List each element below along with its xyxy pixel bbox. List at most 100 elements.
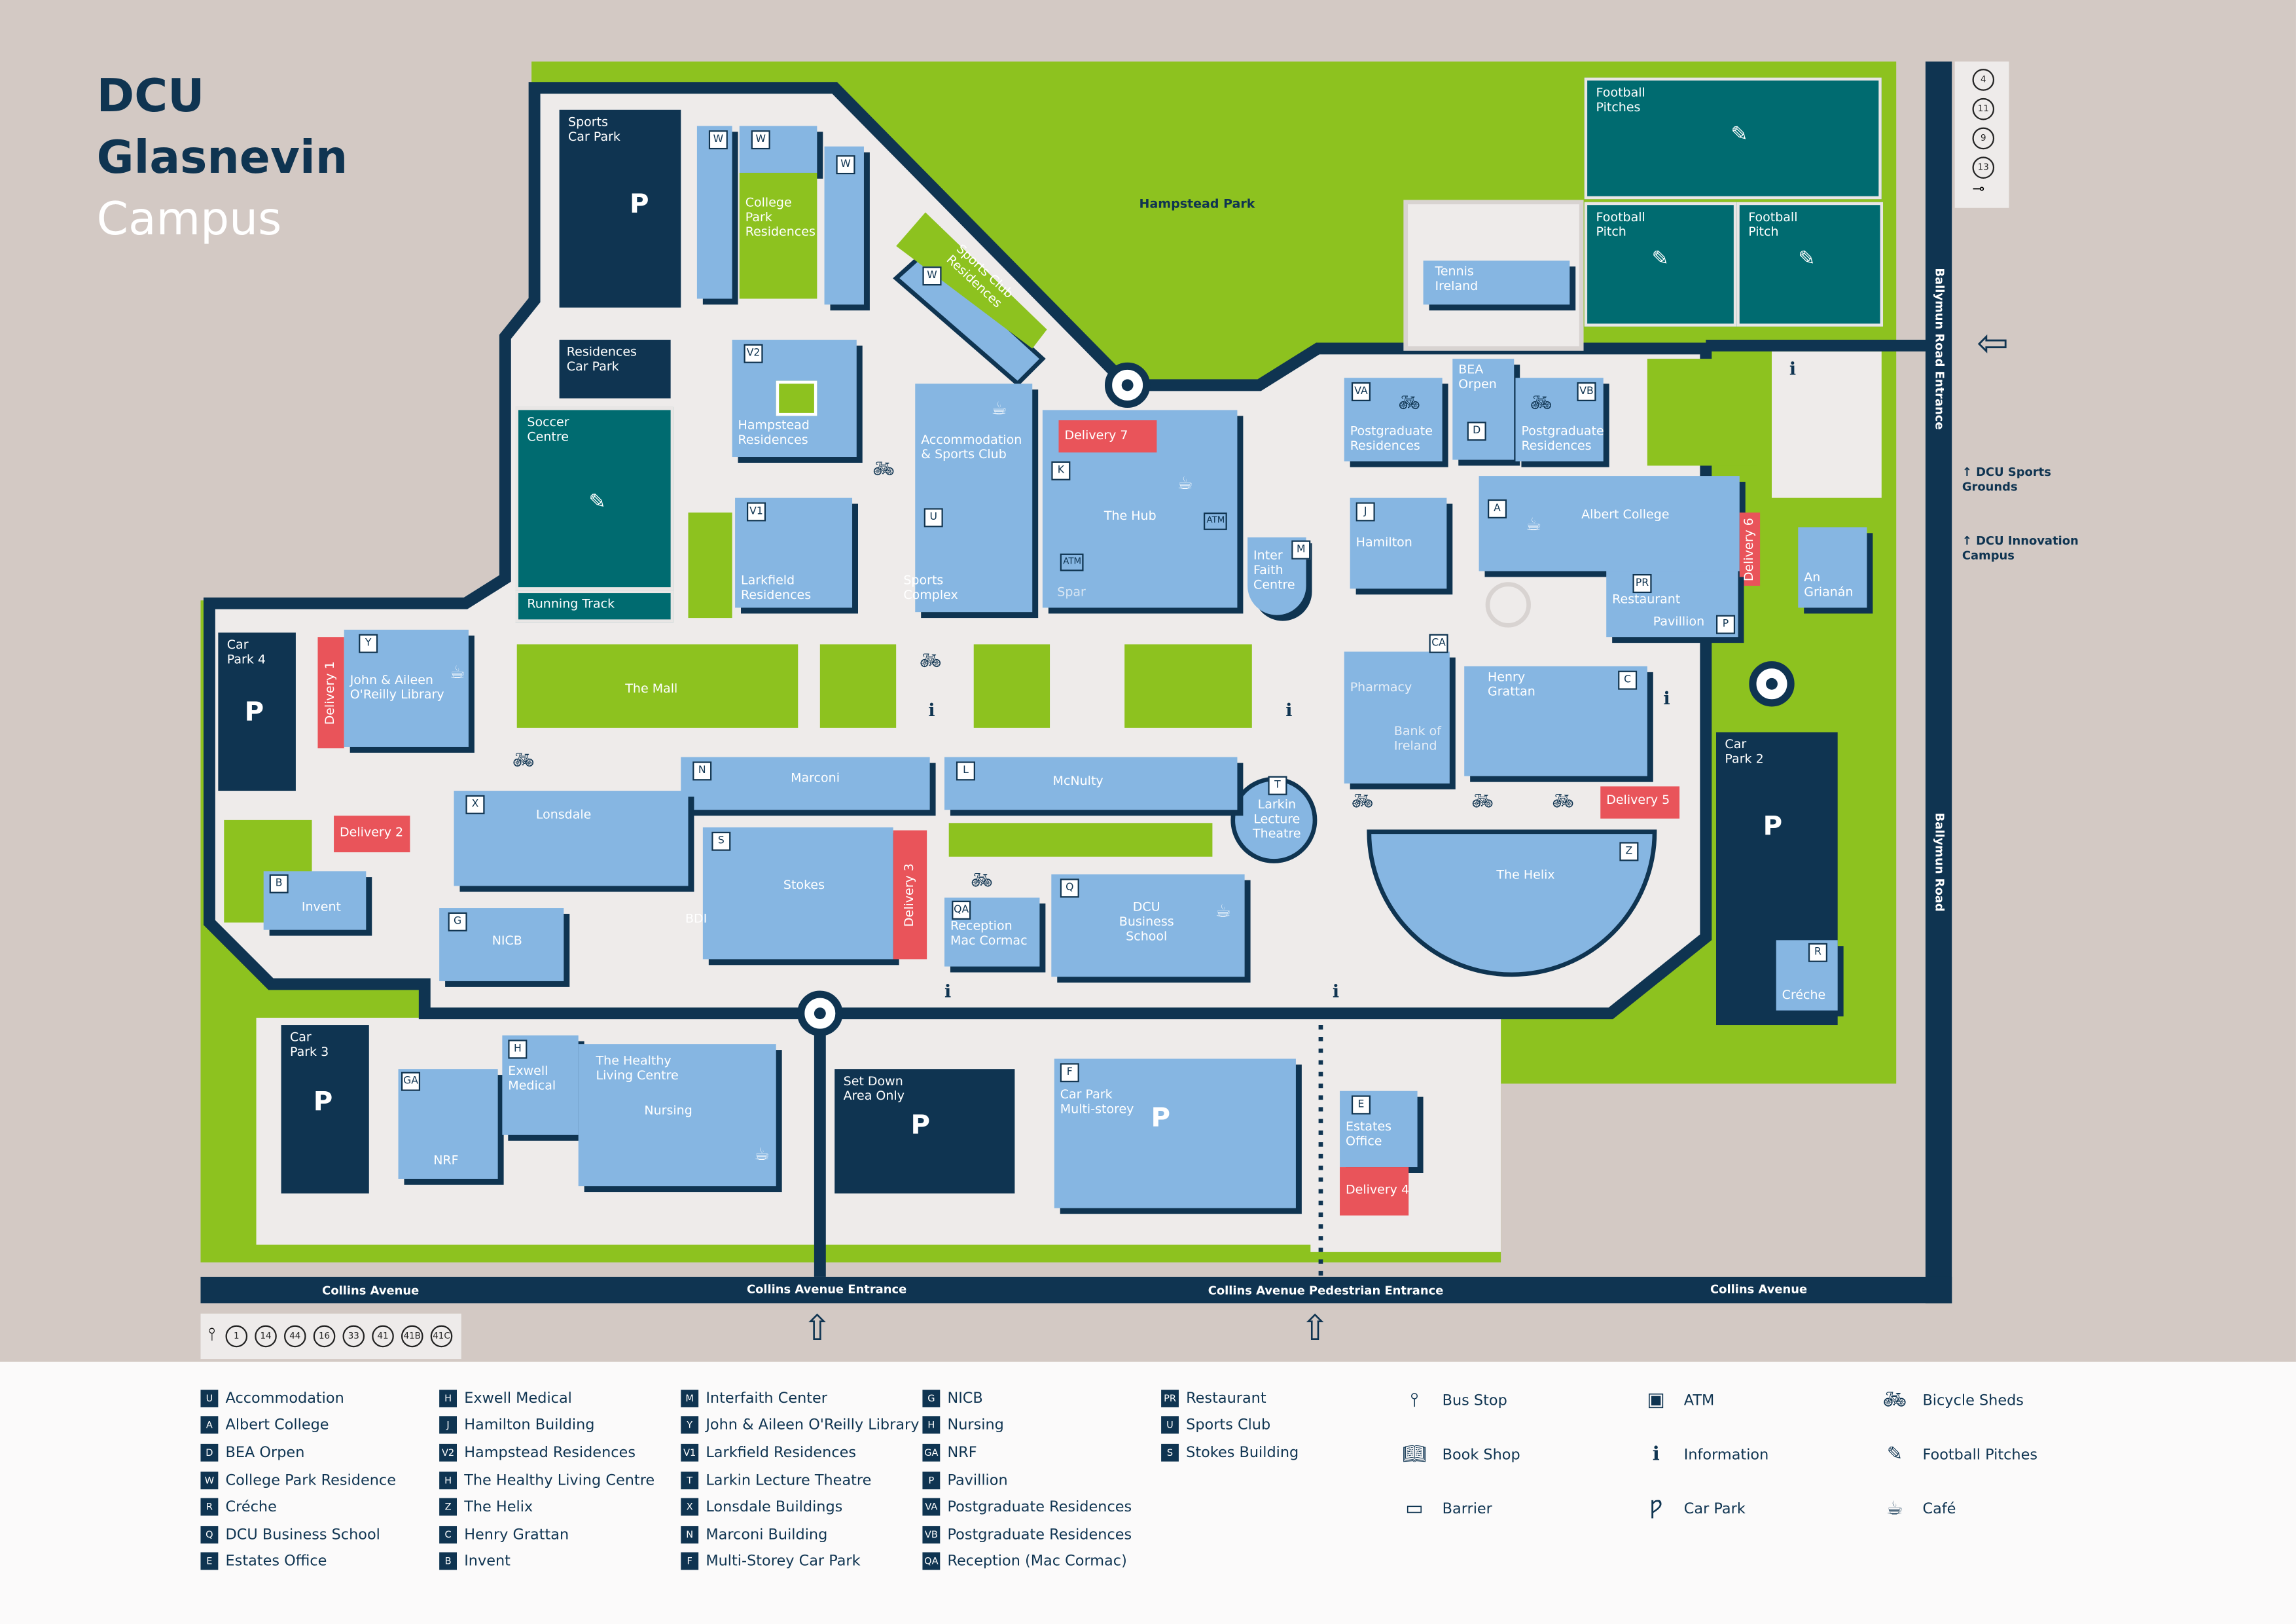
- legend-key-badge: W: [200, 1471, 219, 1490]
- badge-j: J: [1355, 502, 1375, 522]
- plaza-circle: [1485, 582, 1531, 628]
- bus-route: 16: [313, 1325, 336, 1348]
- legend-label: Interfaith Center: [706, 1391, 828, 1407]
- bicycle-icon: 🚲︎: [1351, 791, 1374, 812]
- badge-k: K: [1051, 461, 1071, 480]
- mcnulty-label: McNulty: [1052, 774, 1103, 789]
- legend-icon-item: ☕︎Café: [1882, 1498, 1956, 1521]
- bus-stop-icon: ⫯: [1410, 1390, 1419, 1412]
- football-pitches[interactable]: Football Pitches✎: [1584, 77, 1882, 200]
- legend-icon-item: 🚲︎Bicycle Sheds: [1882, 1390, 2024, 1412]
- the-mall[interactable]: The Mall: [516, 644, 798, 728]
- badge-n: N: [692, 761, 712, 781]
- bicycle-icon: 🚲︎: [872, 458, 895, 479]
- sports-complex-label: Sports Complex: [903, 573, 958, 604]
- delivery-5: Delivery 5: [1600, 786, 1680, 819]
- larkin-label[interactable]: Larkin Lecture Theatre: [1253, 798, 1301, 842]
- college-park-w-3[interactable]: W: [824, 146, 864, 305]
- information-icon[interactable]: ℹ: [1789, 359, 1797, 380]
- an-grianan[interactable]: An Grianán: [1798, 527, 1867, 608]
- bus-stop-east[interactable]: 4 11 9 13 ⊸: [1954, 61, 2009, 208]
- legend-label: Estates Office: [225, 1553, 327, 1570]
- information-icon[interactable]: ℹ: [928, 700, 935, 721]
- dcu-innovation-campus-direction[interactable]: ↑ DCU Innovation Campus: [1962, 534, 2079, 563]
- football-pitches-label: Football Pitches: [1596, 86, 1645, 116]
- legend-key-badge: R: [200, 1498, 219, 1516]
- larkfield-label: Larkfield Residences: [741, 573, 812, 604]
- badge-ca: CA: [1429, 634, 1448, 653]
- legend-key-badge: N: [681, 1526, 699, 1544]
- nicb-label: NICB: [492, 934, 522, 949]
- legend-key-badge: S: [1161, 1443, 1179, 1462]
- helix-label[interactable]: The Helix: [1496, 868, 1555, 884]
- information-icon[interactable]: ℹ: [1663, 688, 1670, 709]
- information-icon[interactable]: ℹ: [1285, 700, 1293, 721]
- information-icon[interactable]: ℹ: [1332, 981, 1340, 1002]
- college-park-w-1[interactable]: W: [696, 126, 732, 299]
- college-park-w-2[interactable]: W: [739, 126, 817, 173]
- legend-label: The Healthy Living Centre: [464, 1473, 655, 1490]
- football-pitch-1[interactable]: Football Pitch✎: [1584, 202, 1737, 327]
- information-icon[interactable]: ℹ: [944, 981, 952, 1002]
- green-strip: [948, 823, 1213, 857]
- legend-label: Sports Club: [1186, 1417, 1271, 1434]
- bdi-label[interactable]: BDI: [685, 912, 708, 928]
- legend-key-badge: Z: [439, 1498, 457, 1516]
- bicycle-icon: 🚲︎: [919, 650, 942, 671]
- college-park-residences[interactable]: College Park Residences: [739, 172, 817, 299]
- tennis-ireland[interactable]: Tennis Ireland: [1423, 261, 1570, 305]
- invent-label: Invent: [301, 900, 341, 916]
- bus-stop-south[interactable]: ⫯ 1 14 44 16 33 41 41B 41C: [200, 1313, 461, 1360]
- pharmacy-label: Pharmacy: [1350, 681, 1412, 696]
- legend-key-badge: V2: [439, 1443, 457, 1462]
- badge-v2: V2: [744, 344, 763, 363]
- legend-key-badge: X: [681, 1498, 699, 1516]
- delivery-1: Delivery 1: [317, 637, 344, 749]
- residences-car-park[interactable]: Residences Car Park: [559, 340, 671, 399]
- information-icon: ℹ: [1652, 1443, 1660, 1466]
- football-pitch-2[interactable]: Football Pitch✎: [1736, 202, 1884, 327]
- badge-w: W: [836, 155, 855, 175]
- soccer-centre[interactable]: Soccer Centre✎: [515, 406, 674, 590]
- badge-w: W: [708, 130, 728, 150]
- dcu-sports-grounds-direction[interactable]: ↑ DCU Sports Grounds: [1962, 465, 2051, 494]
- running-track[interactable]: Running Track: [515, 590, 674, 623]
- bea-label: BEA Orpen: [1458, 363, 1497, 393]
- legend-key-badge: T: [681, 1471, 699, 1490]
- cafe-icon: ☕︎: [1886, 1498, 1903, 1521]
